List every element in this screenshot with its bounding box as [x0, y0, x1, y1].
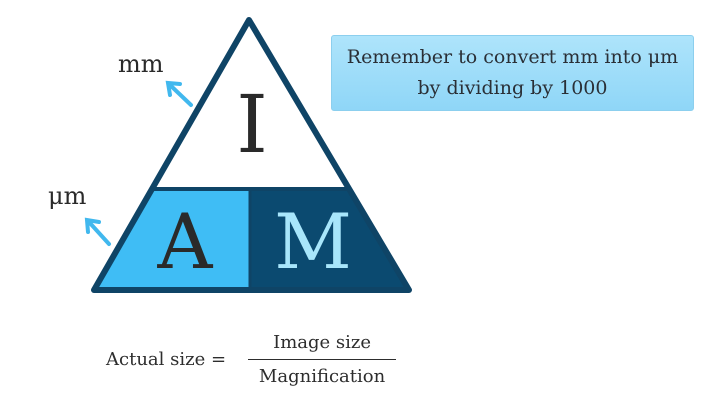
- conversion-note: Remember to convert mm into μm by dividi…: [331, 35, 694, 111]
- arrow-icon-bottom: [84, 217, 111, 246]
- fraction-bar: [248, 358, 397, 360]
- formula-fraction: Image size Magnification: [248, 331, 397, 387]
- letter-a: A: [157, 197, 214, 286]
- formula-denominator: Magnification: [258, 365, 386, 387]
- cell-a: [92, 189, 250, 290]
- formula-lhs: Actual size =: [106, 348, 227, 370]
- note-line-1: Remember to convert mm into μm: [346, 46, 679, 68]
- actual-size-formula: Actual size = Image size Magnification: [106, 328, 397, 390]
- letter-m: M: [274, 197, 352, 286]
- arrow-icon-top: [165, 80, 193, 107]
- unit-label-mm: mm: [118, 50, 164, 78]
- cell-m: [250, 189, 410, 290]
- note-line-2: by dividing by 1000: [417, 77, 608, 99]
- letter-i: I: [236, 78, 268, 171]
- unit-label-um: μm: [48, 182, 87, 210]
- formula-numerator: Image size: [273, 331, 372, 353]
